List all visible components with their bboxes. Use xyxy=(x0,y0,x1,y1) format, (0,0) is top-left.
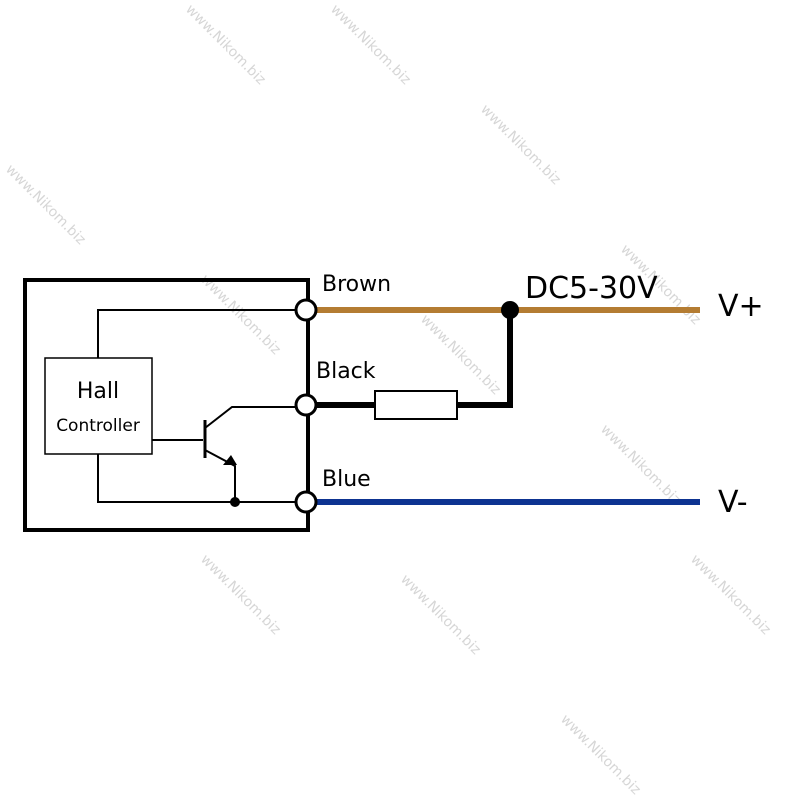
black-wire-right xyxy=(457,310,513,408)
watermark-text: www.Nikom.biz xyxy=(597,422,683,508)
watermark-text: www.Nikom.biz xyxy=(397,572,483,658)
hall-controller-title: Hall xyxy=(77,379,119,404)
hall-controller-subtitle: Controller xyxy=(56,416,140,436)
supply-junction-dot xyxy=(501,301,519,319)
positive-terminal-label: V+ xyxy=(718,289,764,324)
black-wire-label: Black xyxy=(316,359,376,384)
internal-ground-line xyxy=(97,454,305,503)
emitter-line xyxy=(204,449,236,502)
negative-terminal-label: V- xyxy=(718,485,748,520)
collector-line xyxy=(204,406,305,429)
watermark-text: www.Nikom.biz xyxy=(557,712,643,798)
brown-wire-label: Brown xyxy=(322,272,391,297)
watermark-text: www.Nikom.biz xyxy=(2,162,88,248)
supply-voltage-label: DC5-30V xyxy=(525,271,658,306)
terminal-brown xyxy=(294,298,318,322)
watermark-text: www.Nikom.biz xyxy=(197,552,283,638)
load-resistor xyxy=(374,390,458,420)
hall-controller-block xyxy=(44,357,153,455)
terminal-black xyxy=(294,393,318,417)
internal-supply-line xyxy=(97,309,305,358)
watermark-text: www.Nikom.biz xyxy=(197,272,283,358)
watermark-text: www.Nikom.biz xyxy=(687,552,773,638)
watermark-text: www.Nikom.biz xyxy=(417,312,503,398)
terminal-blue xyxy=(294,490,318,514)
ground-junction-dot xyxy=(230,497,240,507)
watermark-text: www.Nikom.biz xyxy=(327,2,413,88)
watermark-text: www.Nikom.biz xyxy=(477,102,563,188)
watermark-text: www.Nikom.biz xyxy=(182,2,268,88)
blue-wire-label: Blue xyxy=(322,467,371,492)
emitter-arrow-icon xyxy=(223,455,237,465)
